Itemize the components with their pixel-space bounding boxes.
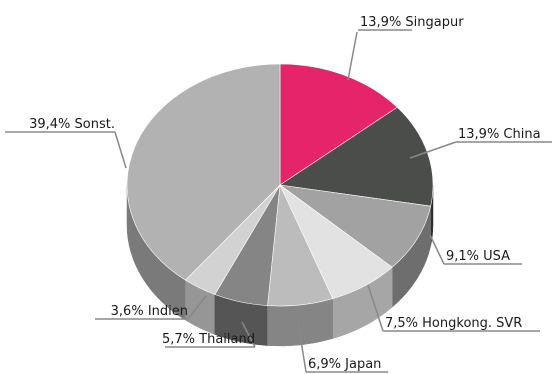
leader-line-usa [429, 234, 445, 265]
pie-slice-sonst [126, 63, 281, 281]
leader-line-sonst [114, 131, 127, 169]
slice-label-sonst: 39,4% Sonst. [29, 117, 115, 132]
pie-slice-usa [279, 184, 432, 268]
slice-label-thailand: 5,7% Thailand [162, 332, 255, 347]
pie-slice-china [279, 106, 434, 207]
leader-line-hongkong-svr [367, 284, 384, 332]
slice-label-singapur: 13,9% Singapur [360, 15, 464, 30]
leader-line-japan [297, 321, 307, 373]
leader-line-singapur [347, 31, 358, 81]
leader-line-china [409, 141, 457, 159]
slice-label-usa: 9,1% USA [446, 249, 510, 264]
slice-label-japan: 6,9% Japan [308, 357, 381, 372]
slice-label-china: 13,9% China [458, 127, 541, 142]
slice-label-indien: 3,6% Indien [111, 304, 188, 319]
pie-slice-singapur [279, 63, 398, 186]
leader-line-thailand [241, 321, 256, 348]
leader-line-indien [187, 295, 207, 320]
slice-label-hongkong-svr: 7,5% Hongkong. SVR [385, 316, 522, 331]
